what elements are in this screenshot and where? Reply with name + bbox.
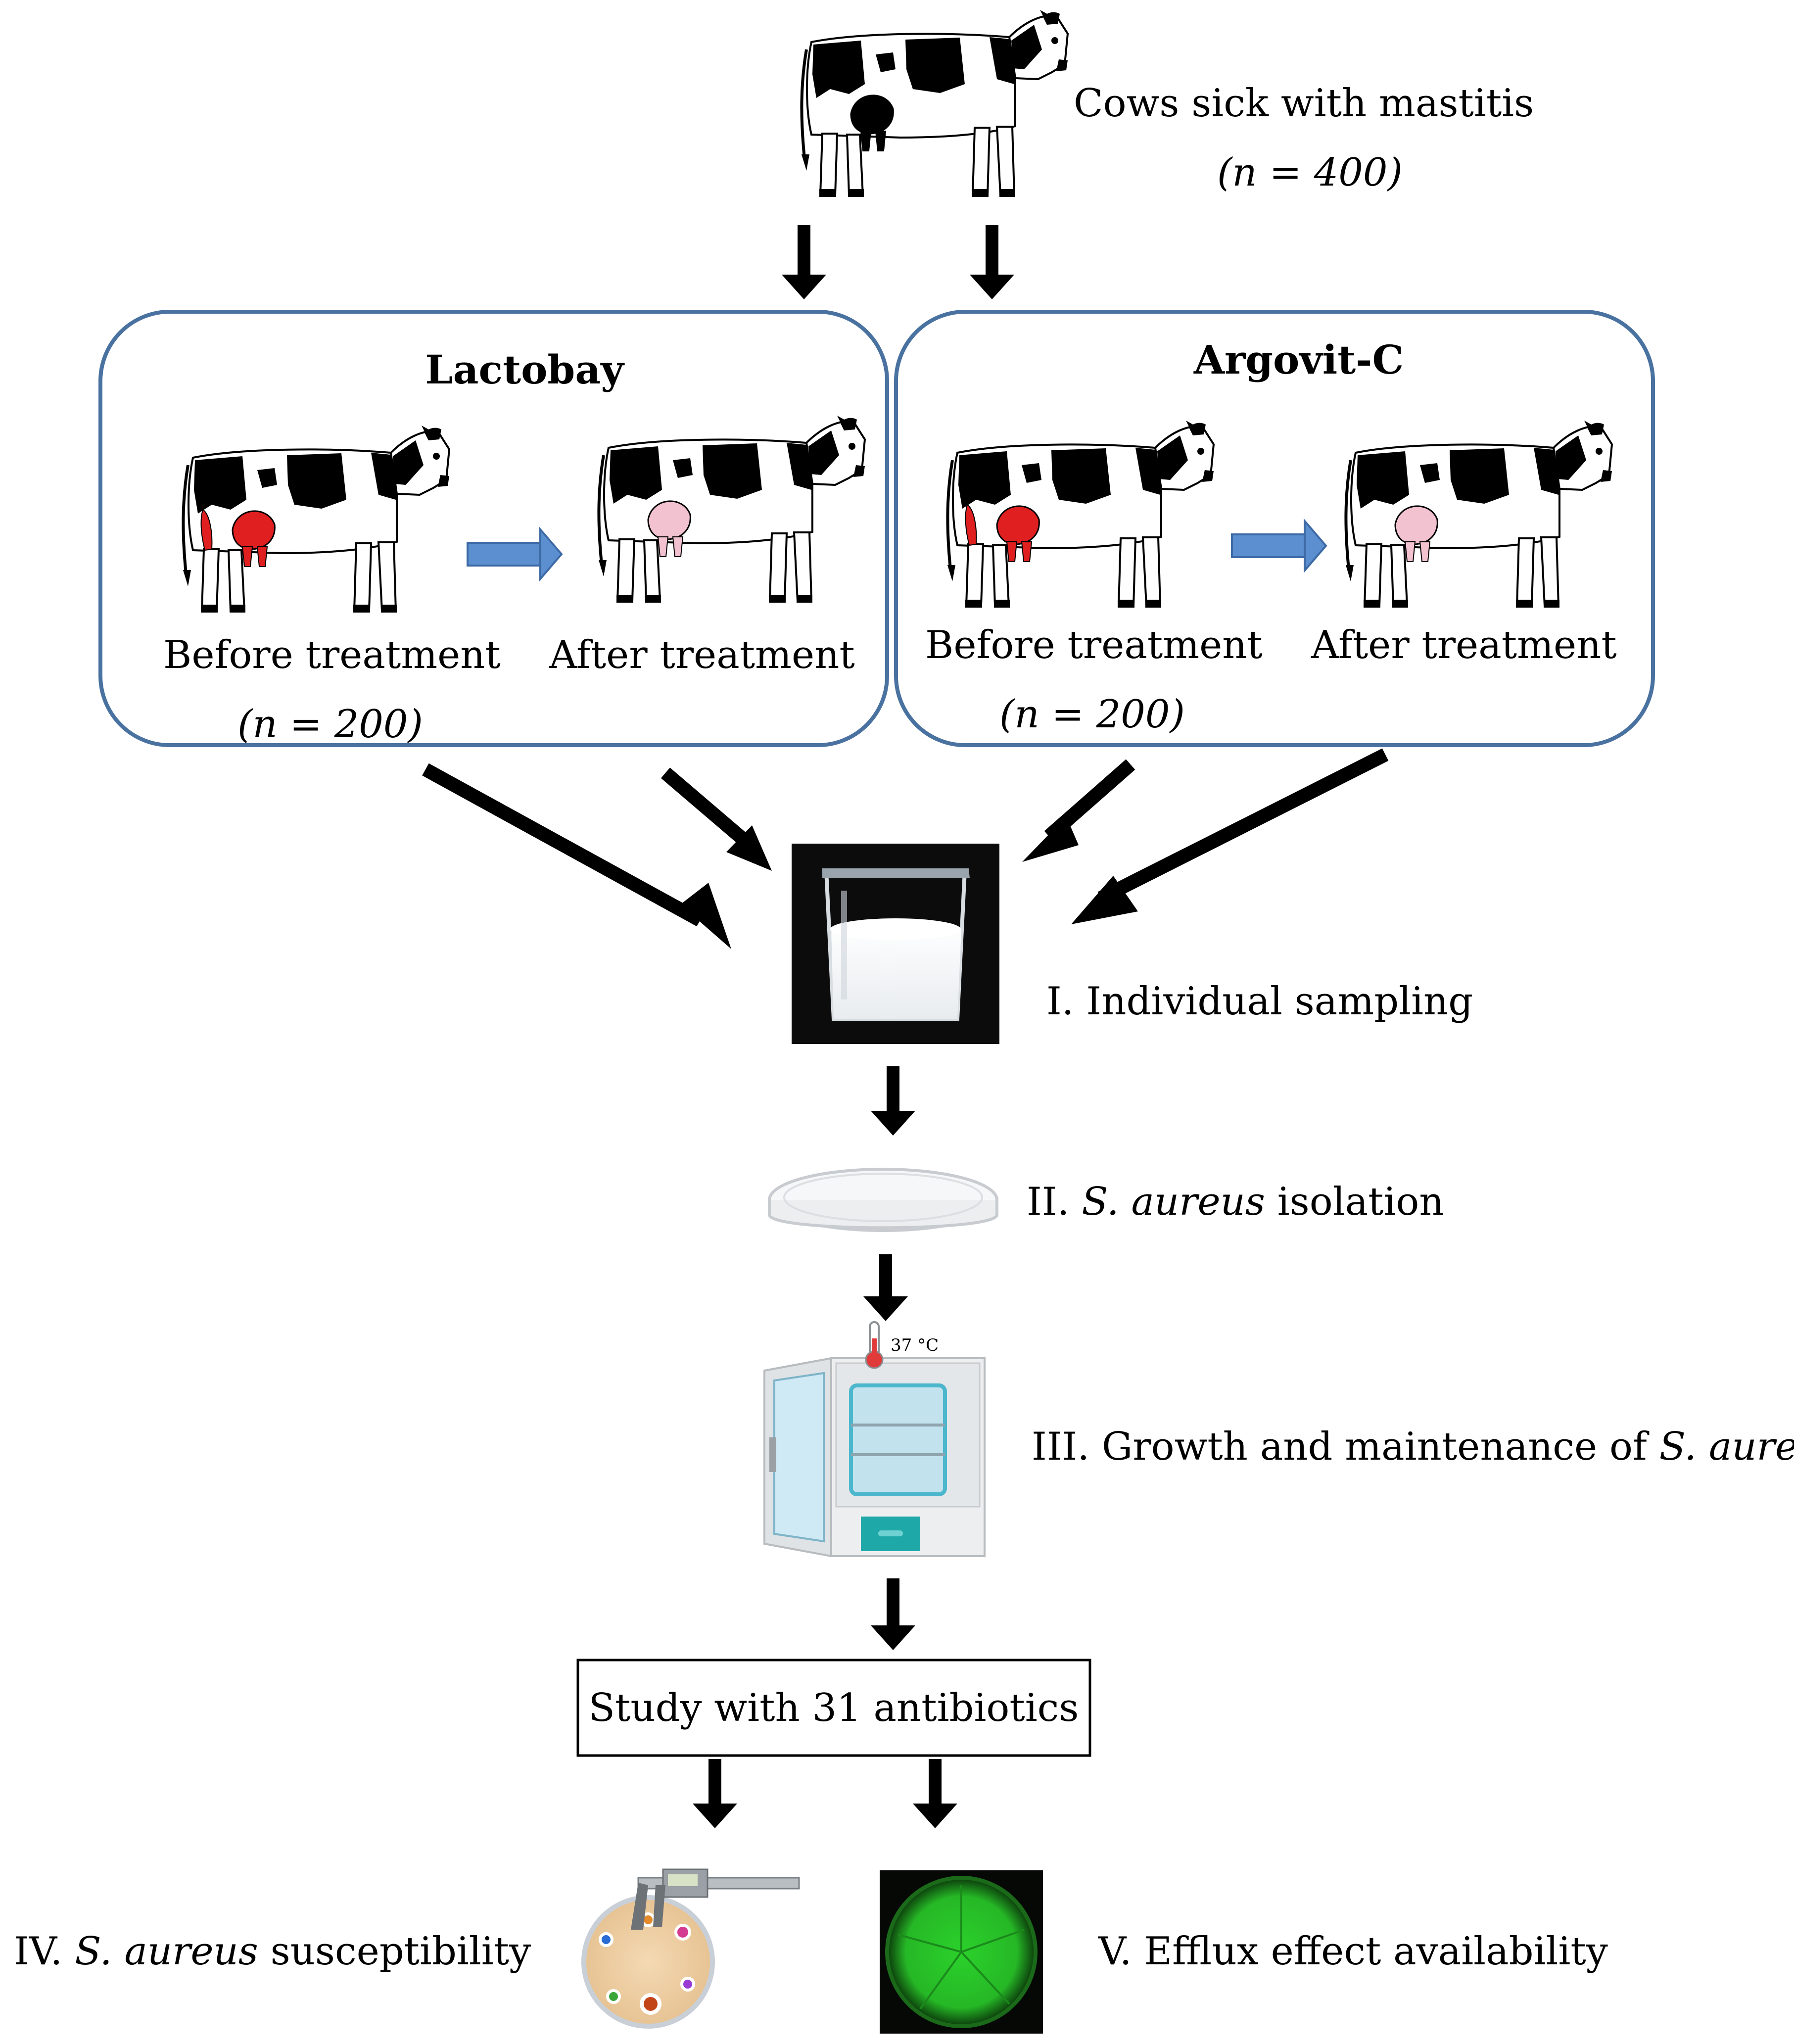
study-box <box>576 1659 1091 1757</box>
argovit-group-box <box>894 310 1655 747</box>
lactobay-blue-arrow <box>467 526 563 582</box>
fluorescent-plate-photo <box>880 1870 1043 2034</box>
arrow-isolation-to-growth <box>863 1254 908 1321</box>
arrows-study-to-assays <box>693 1759 957 1828</box>
study-box-label: Study with 31 antibiotics <box>589 1686 1079 1730</box>
argovit-after-cow <box>1346 421 1612 608</box>
petri-dish-icon <box>768 1168 998 1232</box>
susceptibility-prefix: IV. <box>14 1929 75 1974</box>
argovit-after-label: After treatment <box>1311 623 1617 667</box>
lactobay-after-cow <box>599 416 865 603</box>
lactobay-group-box <box>98 310 889 747</box>
isolation-prefix: II. <box>1027 1180 1082 1224</box>
top-label: Cows sick with mastitis <box>1074 81 1534 126</box>
growth-species: S. aureus <box>1659 1425 1794 1469</box>
susceptibility-suffix: susceptibility <box>258 1929 531 1974</box>
incubator-icon <box>763 1321 986 1558</box>
argovit-count: (n = 200) <box>999 692 1185 737</box>
arrow-growth-to-study <box>871 1578 915 1650</box>
efflux-label: V. Efflux effect availability <box>1098 1929 1608 1974</box>
agar-plate-caliper-icon <box>581 1868 800 2029</box>
argovit-before-cow <box>947 421 1214 608</box>
lactobay-after-label: After treatment <box>549 633 855 677</box>
top-count: (n = 400) <box>1217 150 1403 195</box>
arrow-sampling-to-isolation <box>871 1066 915 1136</box>
isolation-species: S. aureus <box>1082 1180 1265 1224</box>
growth-prefix: III. Growth and maintenance of <box>1032 1425 1659 1469</box>
sampling-label: I. Individual sampling <box>1046 979 1473 1024</box>
growth-label: III. Growth and maintenance of S. aureus <box>1032 1425 1794 1469</box>
susceptibility-species: S. aureus <box>75 1929 258 1974</box>
lactobay-count: (n = 200) <box>237 702 423 747</box>
susceptibility-label: IV. S. aureus susceptibility <box>14 1929 531 1974</box>
lactobay-title: Lactobay <box>425 346 625 393</box>
lactobay-before-label: Before treatment <box>163 633 501 677</box>
isolation-label: II. S. aureus isolation <box>1027 1180 1444 1224</box>
argovit-title: Argovit-C <box>1193 336 1404 383</box>
incubator-temperature: 37 °C <box>891 1335 939 1355</box>
isolation-suffix: isolation <box>1265 1180 1444 1224</box>
arrow-top-to-groups <box>782 225 1014 299</box>
milk-beaker-photo <box>792 844 999 1044</box>
argovit-blue-arrow <box>1231 518 1327 573</box>
lactobay-before-cow <box>183 426 449 613</box>
argovit-before-label: Before treatment <box>925 623 1263 667</box>
sick-cow-top-illustration <box>802 10 1068 197</box>
arrows-groups-to-sampling <box>422 748 1389 949</box>
